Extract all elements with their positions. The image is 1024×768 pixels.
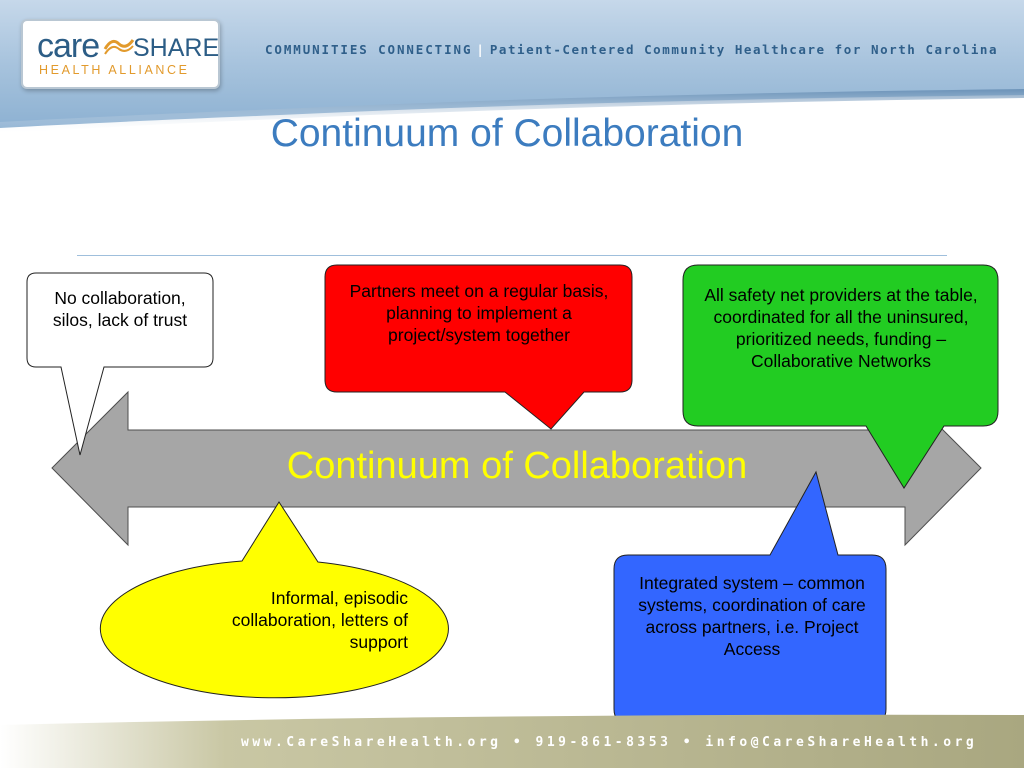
callout-informal [99,501,449,699]
logo-share-text: SHARE [133,34,220,62]
tagline-mission: Patient-Centered Community Healthcare fo… [489,42,999,57]
arrow-label: Continuum of Collaboration [287,445,748,487]
slide-title: Continuum of Collaboration [270,112,744,155]
logo: care SHARE HEALTH ALLIANCE [21,19,220,89]
logo-care-text: care [37,27,100,65]
callout-partners-meet [324,264,633,430]
callout-no-collaboration-text: No collaboration, silos, lack of trust [52,288,188,330]
callout-safety-net [682,264,999,489]
title-divider [77,255,947,256]
tagline-communities: COMMUNITIES CONNECTING [265,42,473,57]
callout-safety-net-text: All safety net providers at the table, c… [704,285,978,371]
callout-partners-meet-text: Partners meet on a regular basis, planni… [349,281,609,345]
logo-wave-icon [103,39,135,55]
continuum-arrow [51,390,982,547]
logo-subtitle: HEALTH ALLIANCE [39,63,190,77]
callout-informal-text: Informal, episodic collaboration, letter… [231,588,408,652]
header-band [0,0,1024,134]
header-tagline: COMMUNITIES CONNECTING|Patient-Centered … [265,42,998,57]
callout-integrated-text: Integrated system – common systems, coor… [638,573,866,659]
footer-band [0,714,1024,768]
callout-no-collaboration [26,272,214,456]
tagline-separator: | [476,42,486,57]
footer-contact: www.CareShareHealth.org • 919-861-8353 •… [241,735,978,750]
